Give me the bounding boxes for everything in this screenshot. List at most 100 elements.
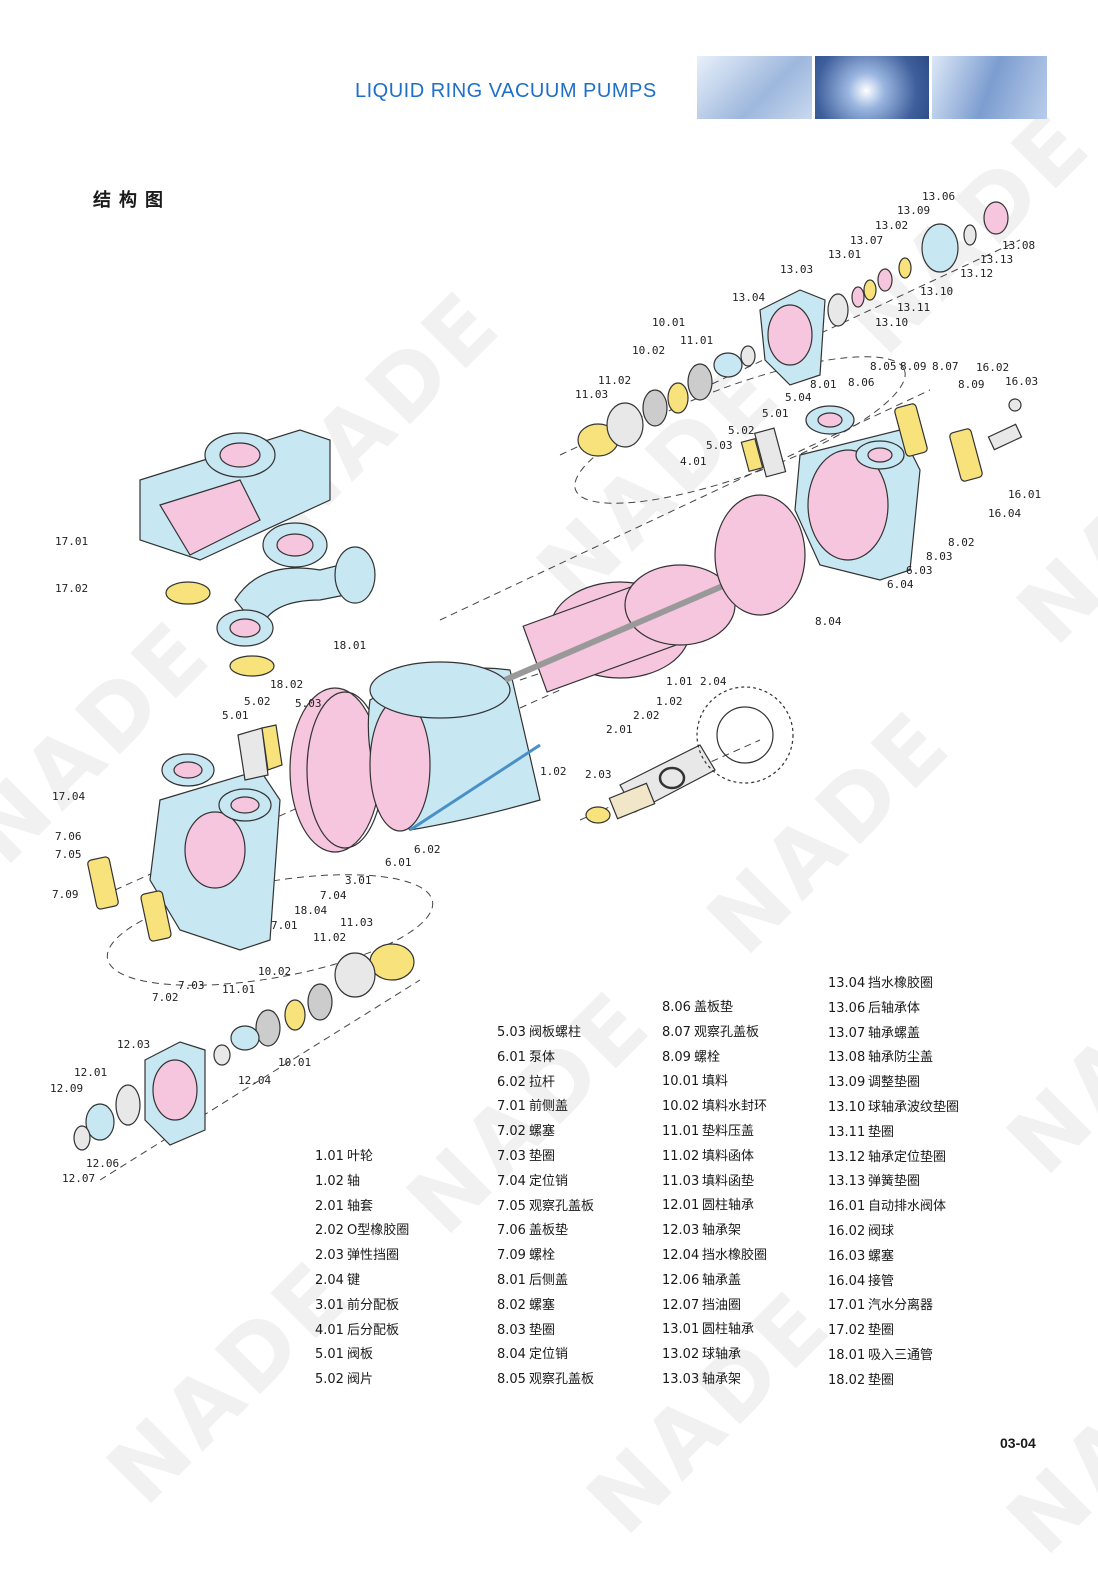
legend-code: 2.01 [315,1198,344,1214]
legend-code: 8.06 [662,1000,691,1015]
gland-cover-front [230,1025,260,1051]
suction-tee [216,522,376,647]
legend-part-name: 观察孔盖板 [694,1024,760,1040]
legend-part-name: 后分配板 [347,1322,400,1338]
front-side-cover [149,753,281,951]
legend-code: 8.01 [497,1272,526,1288]
part-callout-label: 12.03 [117,1038,150,1051]
legend-part-name: 填料 [702,1074,729,1090]
front-distribution-plate [289,687,384,853]
legend-part-name: 接管 [868,1273,895,1289]
legend-code: 3.01 [315,1297,344,1313]
legend-code: 7.01 [497,1099,526,1115]
part-callout-label: 18.02 [270,678,303,691]
part-callout-label: 8.07 [932,360,959,373]
legend-code: 7.05 [497,1198,526,1214]
rear-distribution-plate [714,494,806,616]
part-callout-label: 5.02 [728,424,755,437]
legend-code: 13.07 [828,1025,866,1041]
legend-part-name: 后侧盖 [529,1272,569,1288]
legend-part-name: 自动排水阀体 [868,1199,947,1215]
legend-code: 13.09 [828,1075,866,1091]
bearing-ring [851,286,865,308]
legend-part-name: 垫圈 [868,1372,895,1388]
part-callout-label: 7.01 [271,919,298,932]
legend-part-name: 前分配板 [347,1297,400,1313]
auto-drain-valve [987,398,1023,451]
header-banner-image [697,56,1048,119]
legend-part-name: 填料函体 [702,1148,755,1164]
legend-part-name: 填料水封环 [702,1099,768,1115]
legend-part-name: 后轴承体 [868,1000,921,1016]
legend-part-name: 阀板 [347,1347,374,1363]
valve-plate [237,727,269,781]
part-callout-label: 6.03 [906,564,933,577]
part-callout-label: 2.04 [700,675,727,688]
gasket-18-02 [229,655,275,677]
part-callout-label: 6.02 [414,843,441,856]
legend-code: 2.03 [315,1248,344,1264]
cover-gasket-7-06 [87,856,119,910]
legend-part-name: 轴 [347,1173,361,1189]
wave-washer [863,279,877,301]
legend-code: 8.07 [662,1024,691,1040]
legend-part-name: 轴承架 [702,1371,742,1387]
steam-water-separator [139,429,331,561]
part-callout-label: 8.06 [848,376,875,389]
legend-part-name: 盖板垫 [694,1000,734,1015]
legend-code: 8.05 [497,1372,526,1388]
exploded-view-diagram: 13.0613.0913.0813.0213.0713.1313.0113.12… [50,190,1041,1185]
part-callout-label: 16.01 [1008,488,1041,501]
part-callout-label: 5.02 [244,695,271,708]
inspection-cover-8-05 [894,403,928,457]
valve-sheet-rear [740,437,764,473]
legend-part-name: 填料函垫 [702,1173,755,1189]
part-callout-label: 11.02 [598,374,631,387]
legend-code: 12.01 [662,1198,700,1214]
legend-part-name: 球轴承 [702,1347,742,1363]
legend-part-name: 吸入三通管 [868,1347,934,1363]
legend-part-name: 螺塞 [529,1297,556,1313]
packing-front [307,983,333,1021]
legend-code: 11.01 [662,1123,700,1139]
legend-part-name: 阀板螺柱 [529,1025,582,1040]
part-callout-label: 13.13 [980,253,1013,266]
part-callout-label: 2.01 [606,723,633,736]
legend-part-name: 挡水橡胶圈 [868,976,934,991]
part-callout-label: 8.04 [815,615,842,628]
part-callout-label: 8.09 [958,378,985,391]
part-callout-label: 8.03 [926,550,953,563]
legend-part-name: 轴套 [347,1198,374,1214]
legend-part-name: 调整垫圈 [868,1075,921,1091]
legend-part-name: 阀片 [347,1372,374,1388]
legend-code: 4.01 [315,1322,344,1338]
inspection-cover-7-05 [140,890,172,942]
rear-bearing-bracket [759,289,826,386]
packing-front-2 [255,1009,281,1047]
part-callout-label: 13.10 [875,316,908,329]
ball-bearing-13-02 [877,268,893,292]
legend-code: 13.06 [828,1000,866,1016]
legend-part-name: 垫圈 [529,1322,556,1338]
part-callout-label: 12.01 [74,1066,107,1079]
